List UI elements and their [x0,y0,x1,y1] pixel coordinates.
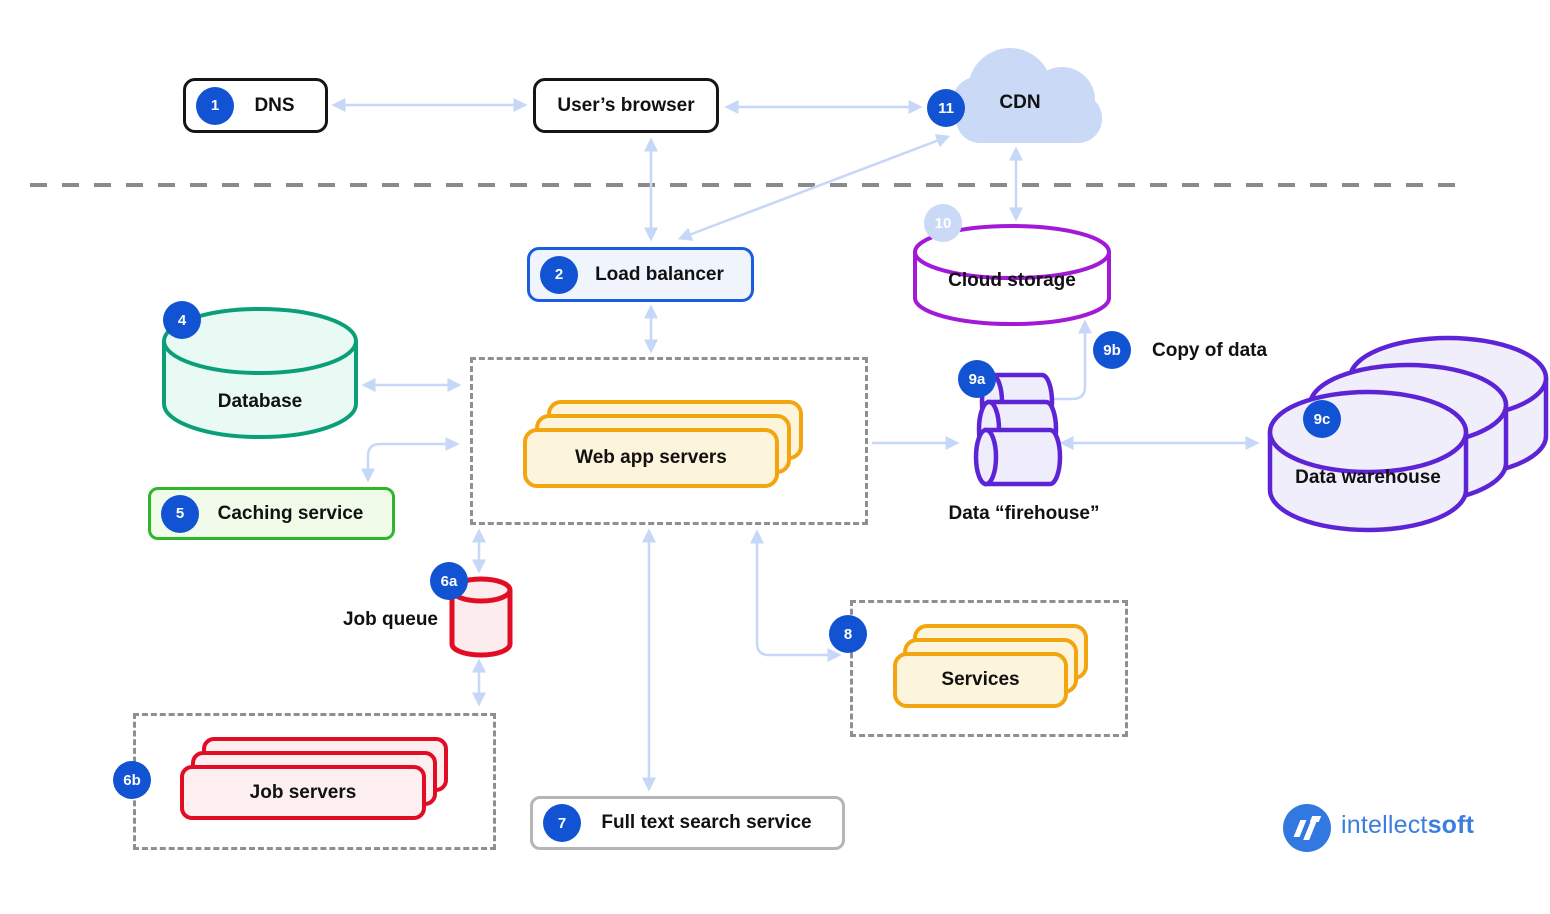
badge-10: 10 [924,204,962,242]
cloud-storage-label: Cloud storage [948,270,1076,291]
jobservers-card-front: Job servers [180,765,426,820]
arrow-caching-webapp [361,437,460,483]
services-group-box [850,600,1128,737]
full-text-search-node: 7 Full text search service [530,796,845,850]
badge-2: 2 [540,255,578,294]
jobservers-label: Job servers [249,781,357,803]
intellectsoft-logo-text: intellectsoft [1341,811,1474,840]
caching-service-node: 5 Caching service [148,487,395,540]
job-queue-label: Job queue [342,609,438,630]
logo-text-bold: soft [1427,811,1475,839]
badge-5: 5 [161,494,199,533]
intellectsoft-logo-icon [1283,804,1331,852]
badge-1: 1 [196,86,234,125]
dns-node: 1 DNS [183,78,328,133]
database-label: Database [217,391,303,412]
database-cylinder [162,307,358,439]
arrow-firehouse-cloudstorage [1050,319,1092,401]
cdn-label: CDN [999,92,1041,113]
load-balancer-node: 2 Load balancer [527,247,754,302]
badge-9a: 9a [958,360,996,398]
badge-9c: 9c [1303,400,1341,438]
users-browser-label: User’s browser [557,94,695,116]
connector-arrows [331,98,1260,792]
badge-6b: 6b [113,761,151,799]
services-card-front: Services [893,652,1068,708]
badge-11: 11 [927,89,965,127]
logo-text-regular: intellect [1341,811,1428,839]
webapp-label: Web app servers [575,447,727,468]
data-warehouse-label: Data warehouse [1295,467,1441,488]
badge-9b: 9b [1093,331,1131,369]
caching-service-label: Caching service [217,502,364,524]
load-balancer-label: Load balancer [595,263,724,285]
dns-label: DNS [254,94,295,116]
cdn-cloud-shape [951,48,1102,143]
cloud-storage-cylinder [913,224,1111,326]
badge-4: 4 [163,301,201,339]
arrow-webapp-services [750,529,842,662]
badge-8: 8 [829,615,867,653]
webapp-group-box [470,357,868,525]
full-text-search-label: Full text search service [601,812,812,833]
badge-7: 7 [543,804,581,842]
data-firehouse-label: Data “firehouse” [948,503,1100,524]
copy-of-data-label: Copy of data [1152,340,1268,361]
users-browser-node: User’s browser [533,78,719,133]
webapp-card-front: Web app servers [523,428,779,488]
services-label: Services [941,669,1020,690]
badge-6a: 6a [430,562,468,600]
arrow-cdn-loadbalancer [677,134,951,241]
